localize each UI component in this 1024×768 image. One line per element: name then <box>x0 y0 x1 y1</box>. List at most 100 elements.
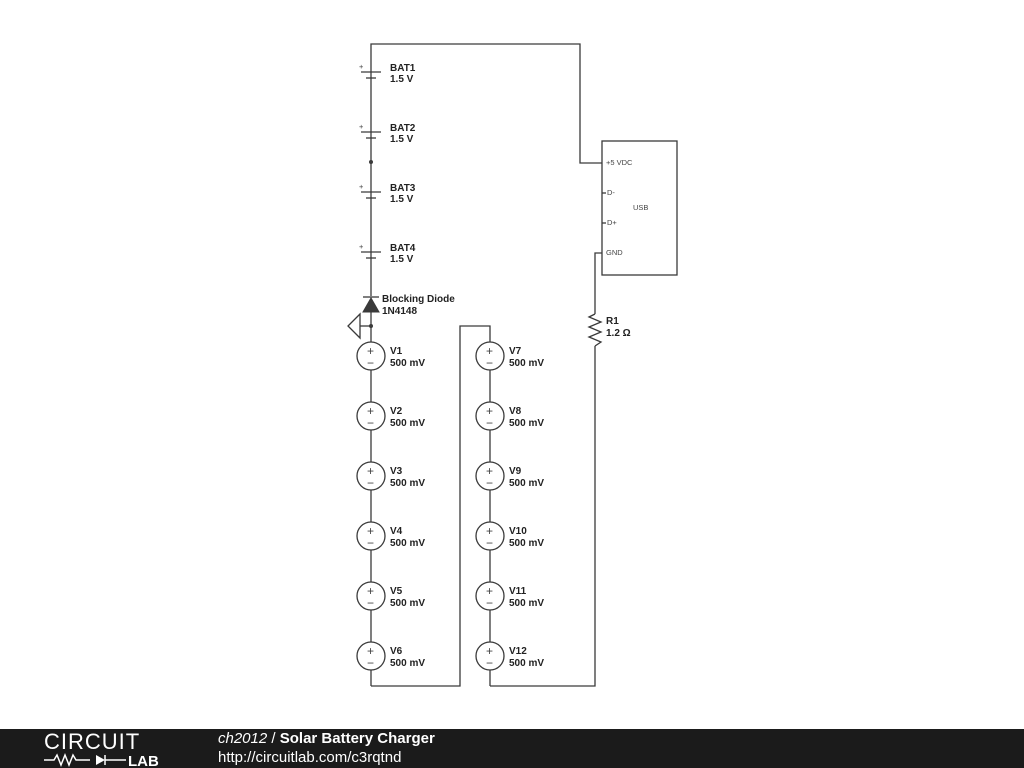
v8-name: V8 <box>509 406 522 417</box>
voltage-source-v4[interactable]: + − V4 500 mV <box>356 521 425 551</box>
author-link[interactable]: ch2012 <box>218 730 268 747</box>
voltage-source-v8[interactable]: + − V8 500 mV <box>475 401 544 431</box>
v4-value: 500 mV <box>390 538 425 549</box>
logo-resistor-icon <box>44 752 90 767</box>
ground-icon <box>347 312 371 340</box>
v5-name: V5 <box>390 586 403 597</box>
source-minus-sign: − <box>367 476 374 490</box>
source-plus-sign: + <box>486 344 493 358</box>
battery-plus-sign: + <box>359 62 364 71</box>
voltage-source-v2[interactable]: + − V2 500 mV <box>356 401 425 431</box>
source-plus-sign: + <box>367 524 374 538</box>
source-plus-sign: + <box>367 404 374 418</box>
v3-name: V3 <box>390 466 403 477</box>
diode-name: Blocking Diode <box>382 294 455 305</box>
v6-value: 500 mV <box>390 658 425 669</box>
r1-value: 1.2 Ω <box>606 328 631 339</box>
voltage-source-v7[interactable]: + − V7 500 mV <box>475 341 544 371</box>
v7-value: 500 mV <box>509 358 544 369</box>
battery-plus-sign: + <box>359 182 364 191</box>
v2-value: 500 mV <box>390 418 425 429</box>
voltage-source-v9[interactable]: + − V9 500 mV <box>475 461 544 491</box>
source-plus-sign: + <box>486 644 493 658</box>
bat4-value: 1.5 V <box>390 254 414 265</box>
source-plus-sign: + <box>486 464 493 478</box>
source-minus-sign: − <box>367 356 374 370</box>
voltage-source-v6[interactable]: + − V6 500 mV <box>356 641 425 671</box>
usb-label: USB <box>633 203 648 212</box>
logo-text-lab: LAB <box>128 753 159 767</box>
title-separator: / <box>267 730 280 747</box>
battery-bat4[interactable]: + BAT4 1.5 V <box>359 242 416 265</box>
sources-left-column: + − V1 500 mV + − V2 500 mV + − V3 500 m… <box>356 341 425 671</box>
bat2-name: BAT2 <box>390 123 416 134</box>
v8-value: 500 mV <box>509 418 544 429</box>
voltage-source-v11[interactable]: + − V11 500 mV <box>475 581 544 611</box>
source-minus-sign: − <box>486 476 493 490</box>
resistor-r1[interactable]: R1 1.2 Ω <box>587 313 631 347</box>
wire-top-to-usb-5v <box>370 43 602 164</box>
footer-bar: CIRCUIT LAB ch2012 / Solar Battery Charg… <box>0 729 1024 768</box>
v2-name: V2 <box>390 406 403 417</box>
voltage-source-v3[interactable]: + − V3 500 mV <box>356 461 425 491</box>
source-minus-sign: − <box>486 536 493 550</box>
source-plus-sign: + <box>486 584 493 598</box>
usb-pin-d-minus: D- <box>607 188 615 197</box>
source-plus-sign: + <box>367 644 374 658</box>
usb-connector[interactable]: +5 VDC D- D+ GND USB <box>601 140 678 276</box>
voltage-source-v5[interactable]: + − V5 500 mV <box>356 581 425 611</box>
source-minus-sign: − <box>486 416 493 430</box>
footer-title: ch2012 / Solar Battery Charger <box>218 730 435 747</box>
bat1-name: BAT1 <box>390 63 416 74</box>
source-plus-sign: + <box>367 344 374 358</box>
wire-resistor-to-gnd <box>594 252 602 314</box>
source-minus-sign: − <box>486 596 493 610</box>
v10-name: V10 <box>509 526 527 537</box>
voltage-source-v10[interactable]: + − V10 500 mV <box>475 521 544 551</box>
v10-value: 500 mV <box>509 538 544 549</box>
v11-value: 500 mV <box>509 598 544 609</box>
junction-dot <box>369 160 373 164</box>
battery-bat1[interactable]: + BAT1 1.5 V <box>359 62 416 85</box>
voltage-source-v12[interactable]: + − V12 500 mV <box>475 641 544 671</box>
source-minus-sign: − <box>367 536 374 550</box>
bat2-value: 1.5 V <box>390 134 414 145</box>
logo-diode-icon <box>96 755 105 765</box>
source-plus-sign: + <box>367 464 374 478</box>
wire-bottom-right <box>490 346 596 687</box>
v6-name: V6 <box>390 646 403 657</box>
bat3-value: 1.5 V <box>390 194 414 205</box>
source-minus-sign: − <box>367 416 374 430</box>
v9-name: V9 <box>509 466 522 477</box>
v3-value: 500 mV <box>390 478 425 489</box>
circuitlab-logo[interactable]: CIRCUIT LAB <box>40 731 180 767</box>
bat4-name: BAT4 <box>390 243 416 254</box>
battery-plus-sign: + <box>359 242 364 251</box>
v5-value: 500 mV <box>390 598 425 609</box>
r1-name: R1 <box>606 316 619 327</box>
source-plus-sign: + <box>486 524 493 538</box>
schematic-canvas: + BAT1 1.5 V + BAT2 1.5 V + BAT3 1.5 V +… <box>347 43 678 687</box>
v4-name: V4 <box>390 526 403 537</box>
circuit-title: Solar Battery Charger <box>279 730 435 747</box>
source-minus-sign: − <box>367 656 374 670</box>
diode-value: 1N4148 <box>382 306 417 317</box>
wire-bottom-left <box>371 325 491 687</box>
voltage-source-v1[interactable]: + − V1 500 mV <box>356 341 425 371</box>
v1-value: 500 mV <box>390 358 425 369</box>
v12-name: V12 <box>509 646 527 657</box>
blocking-diode[interactable]: Blocking Diode 1N4148 <box>362 294 455 317</box>
source-plus-sign: + <box>367 584 374 598</box>
v12-value: 500 mV <box>509 658 544 669</box>
bat3-name: BAT3 <box>390 183 416 194</box>
sources-right-column: + − V7 500 mV + − V8 500 mV + − V9 500 m… <box>475 341 544 671</box>
battery-bat2[interactable]: + BAT2 1.5 V <box>359 122 416 145</box>
v11-name: V11 <box>509 586 527 597</box>
source-minus-sign: − <box>486 356 493 370</box>
circuit-url-link[interactable]: http://circuitlab.com/c3rqtnd <box>218 749 402 766</box>
battery-plus-sign: + <box>359 122 364 131</box>
source-minus-sign: − <box>486 656 493 670</box>
logo-text-circuit: CIRCUIT <box>44 731 140 754</box>
v9-value: 500 mV <box>509 478 544 489</box>
battery-bat3[interactable]: + BAT3 1.5 V <box>359 182 416 205</box>
